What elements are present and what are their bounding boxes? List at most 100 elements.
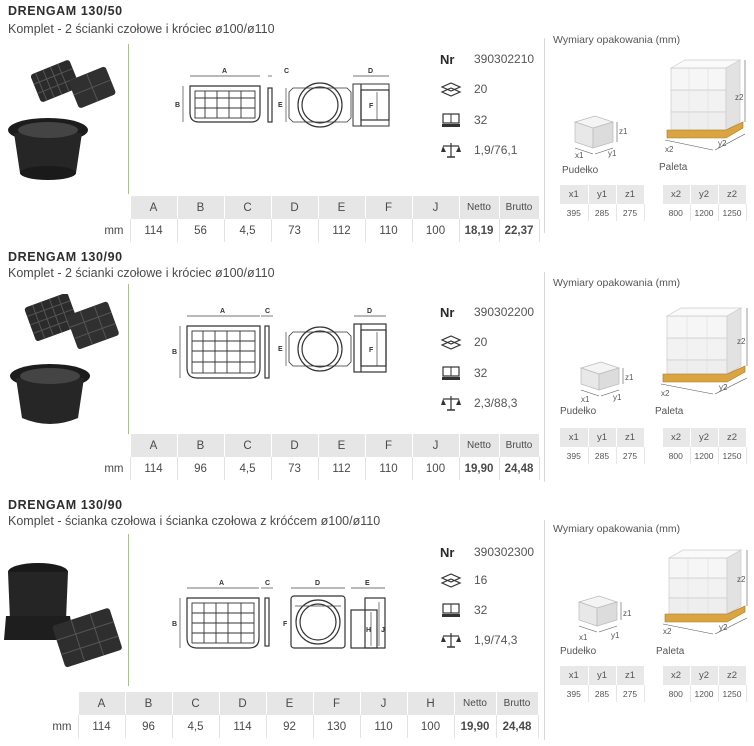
axis-y1: y1 (608, 149, 617, 158)
divider-line (544, 272, 545, 482)
dim-header: E (318, 196, 366, 219)
axis-z2: z2 (735, 93, 744, 102)
dimension-table: A B C D E F J Netto Brutto mm 114 56 4,5… (84, 196, 540, 242)
dim-letter-b: B (172, 349, 177, 356)
dim-letter-e: E (365, 580, 370, 587)
dim-letter-h: H (366, 627, 371, 634)
dim-letter-d: D (315, 580, 320, 587)
dim-value: 22,37 (499, 219, 540, 242)
axis-x2: x2 (665, 145, 674, 154)
dim-value: 110 (360, 715, 408, 738)
axis-z1: z1 (625, 373, 634, 382)
product-section-1: DRENGAM 130/50 Komplet - 2 ścianki czoło… (0, 0, 754, 248)
dim-header: F (313, 692, 361, 715)
nr-label: Nr (440, 304, 455, 320)
dim-value: 96 (125, 715, 173, 738)
pieces-pallet-row: 32 (440, 600, 487, 620)
packaging-illustration: x1 y1 z1 x2 y2 z2 (577, 549, 748, 642)
dim-value: 110 (365, 457, 413, 480)
dimension-table: A B C D E F J Netto Brutto mm 114 96 4,5… (84, 434, 540, 480)
dim-header: Brutto (499, 196, 540, 219)
dim-letter-d: D (368, 68, 373, 75)
dim-value: 114 (130, 219, 178, 242)
pk-header: y2 (690, 428, 719, 447)
pallet-label: Paleta (655, 406, 684, 417)
dim-letter-j: J (381, 627, 385, 634)
axis-x1: x1 (581, 395, 590, 404)
dim-header: Netto (454, 692, 497, 715)
product-photo (10, 294, 119, 424)
pieces-per-box: 16 (474, 573, 488, 587)
pieces-per-pallet: 32 (474, 113, 488, 127)
pk-value: 285 (588, 685, 617, 702)
box-label: Pudełko (562, 165, 599, 176)
pk-header: z1 (616, 666, 645, 685)
unit-label: mm (32, 715, 79, 738)
axis-z2: z2 (737, 575, 746, 584)
dim-header: E (266, 692, 314, 715)
dim-header: Netto (459, 434, 500, 457)
pieces-box-row: 16 (440, 570, 487, 590)
packaging-title: Wymiary opakowania (mm) (553, 523, 681, 535)
dim-value: 114 (130, 457, 178, 480)
dim-header: C (224, 434, 272, 457)
divider-line (544, 520, 545, 740)
dim-header: C (172, 692, 220, 715)
dim-header: J (360, 692, 408, 715)
product-number: 390302200 (474, 305, 535, 319)
nr-row: Nr 390302300 (440, 542, 534, 562)
axis-z1: z1 (623, 609, 632, 618)
dim-letter-f: F (369, 347, 374, 354)
dim-value: 110 (365, 219, 413, 242)
dim-letter-e: E (278, 346, 283, 353)
pk-value: 800 (662, 685, 691, 702)
dim-header: J (412, 434, 460, 457)
dim-value: 4,5 (224, 219, 272, 242)
weight-value: 1,9/76,1 (474, 143, 518, 157)
dim-value: 100 (407, 715, 455, 738)
dim-header: A (130, 434, 178, 457)
pieces-box-row: 20 (440, 79, 487, 99)
pk-value: 395 (560, 685, 589, 702)
dim-header: D (271, 196, 319, 219)
axis-y1: y1 (611, 631, 620, 640)
axis-x1: x1 (579, 633, 588, 642)
product-photo (4, 563, 122, 668)
axis-z2: z2 (737, 337, 746, 346)
dim-header: A (78, 692, 126, 715)
pieces-per-box: 20 (474, 335, 488, 349)
dim-letter-c: C (265, 308, 270, 315)
axis-x2: x2 (663, 627, 672, 636)
dim-header: B (177, 434, 225, 457)
divider-line (128, 44, 129, 194)
box-quantity-icon (440, 573, 462, 588)
pk-value: 285 (588, 447, 617, 464)
dim-value: 19,90 (454, 715, 497, 738)
packaging-illustration: x1 y1 z1 x2 y2 z2 (579, 307, 748, 404)
dim-value: 24,48 (499, 457, 540, 480)
dim-header: F (365, 434, 413, 457)
dim-value: 4,5 (172, 715, 220, 738)
pk-value: 1250 (718, 447, 747, 464)
dim-header: H (407, 692, 455, 715)
dim-value: 4,5 (224, 457, 272, 480)
pk-value: 395 (560, 447, 589, 464)
pallet-quantity-icon (442, 603, 460, 617)
technical-drawing: A B C D E F H J (172, 580, 386, 649)
dim-value: 100 (412, 457, 460, 480)
dim-header: B (125, 692, 173, 715)
dim-letter-e: E (278, 102, 283, 109)
unit-label: mm (84, 457, 131, 480)
dim-letter-b: B (172, 621, 177, 628)
product-title: DRENGAM 130/50 (8, 4, 123, 18)
dim-header: B (177, 196, 225, 219)
dim-value: 100 (412, 219, 460, 242)
unit-label: mm (84, 219, 131, 242)
dim-value: 112 (318, 457, 366, 480)
product-title: DRENGAM 130/90 (8, 498, 123, 512)
box-quantity-icon (440, 335, 462, 350)
dim-value: 96 (177, 457, 225, 480)
dim-header: C (224, 196, 272, 219)
pk-header: z2 (718, 666, 747, 685)
pk-value: 275 (616, 447, 645, 464)
